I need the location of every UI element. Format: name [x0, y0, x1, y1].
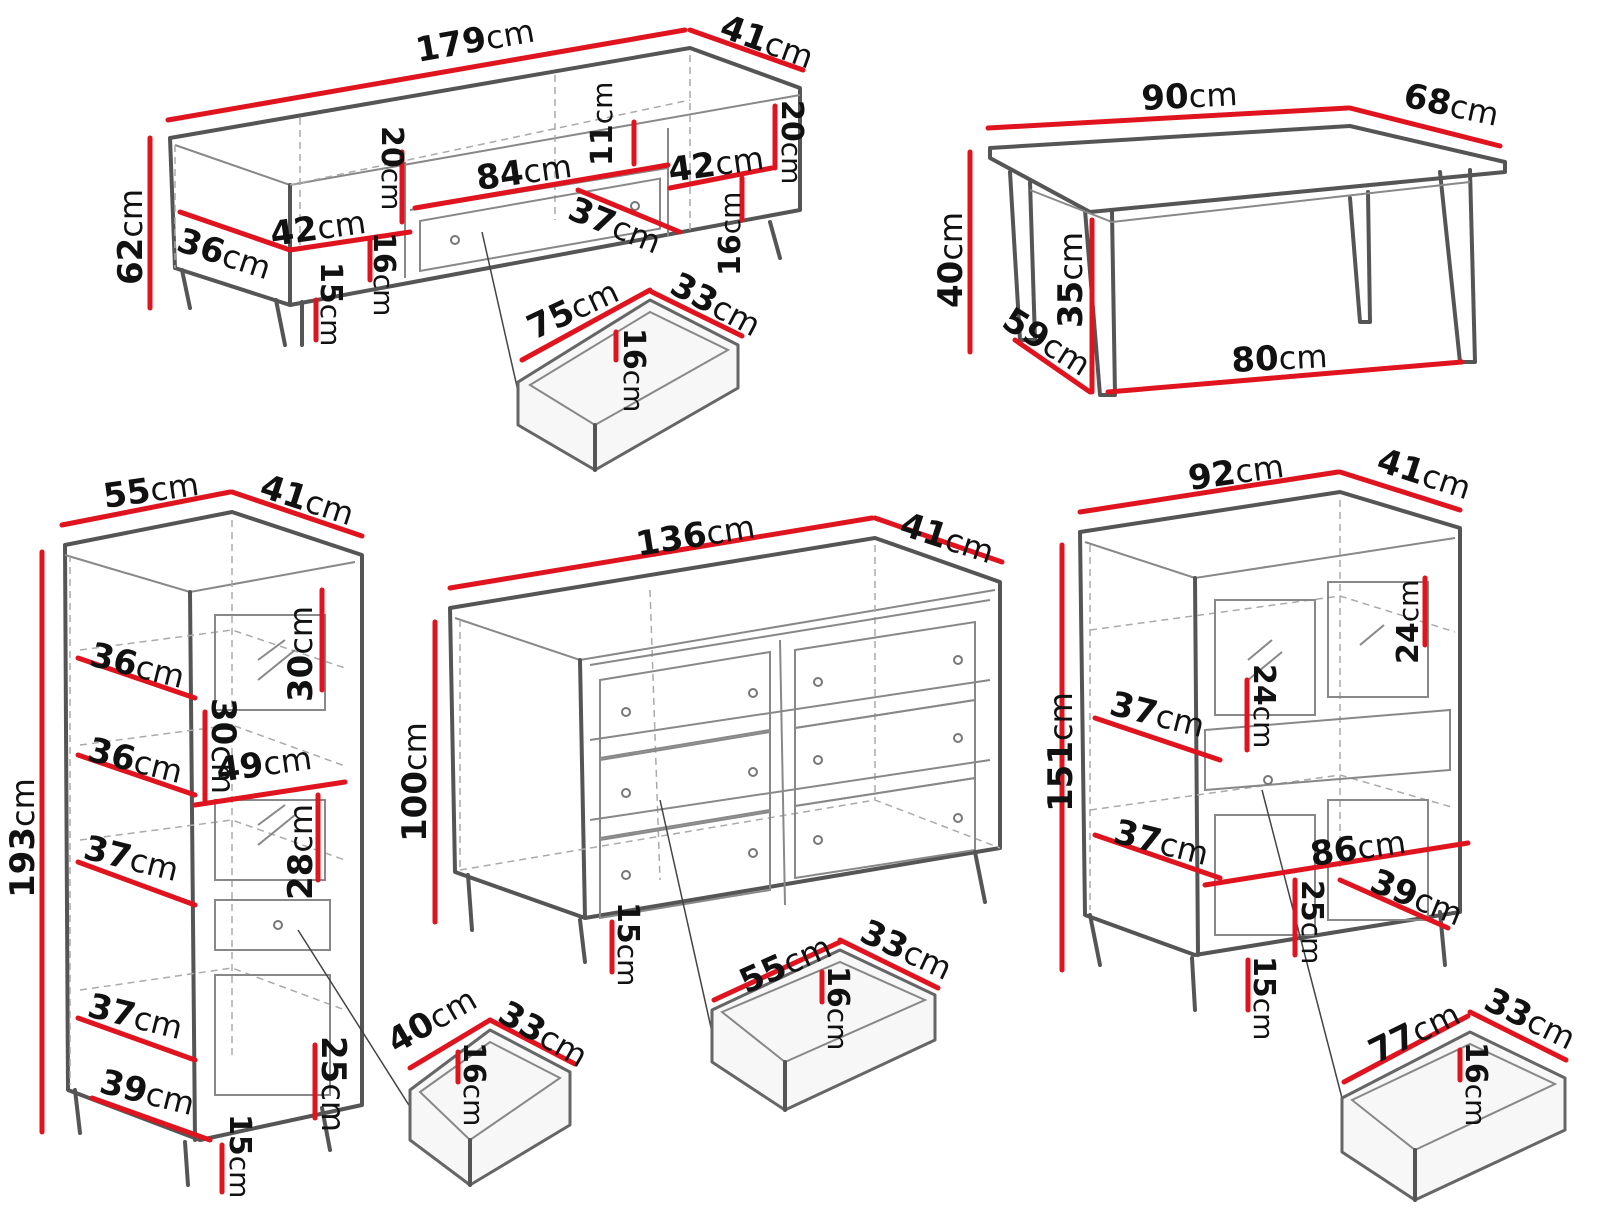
- dim-line: [711, 939, 843, 1003]
- dim-line: [287, 229, 413, 253]
- tv-right-height-label: 20cm: [774, 100, 809, 184]
- dim-line: [1092, 715, 1223, 763]
- tv-width-label: 179cm: [413, 11, 538, 71]
- tall-shelf-1-label: 36cm: [86, 635, 189, 697]
- tall-height-label: 193cm: [3, 778, 43, 898]
- dim-line: [872, 515, 1005, 565]
- highboard-drawer: 77cm 33cm 16cm: [1340, 980, 1582, 1202]
- highboard-width-label: 92cm: [1186, 446, 1287, 499]
- tall-width-label: 55cm: [101, 464, 202, 517]
- tv-leg-label: 15cm: [313, 262, 348, 346]
- tv-drawer-height-label: 16cm: [616, 328, 651, 412]
- table-leg-height-label: 35cm: [1051, 232, 1091, 328]
- tv-middle-height-label: 11cm: [585, 82, 620, 166]
- tall-leg-label: 15cm: [222, 1114, 257, 1198]
- tall-drawer-height-label: 16cm: [456, 1042, 491, 1126]
- chest-height-label: 100cm: [395, 722, 435, 842]
- table-inner-width-label: 80cm: [1230, 336, 1328, 381]
- highboard-lower-height-label: 25cm: [1294, 880, 1329, 964]
- tv-right-width-label: 42cm: [666, 138, 767, 191]
- highboard-drawer-height-label: 16cm: [1458, 1042, 1493, 1126]
- dim-line: [487, 1017, 578, 1067]
- tv-side-width-label: 42cm: [268, 202, 369, 255]
- dim-line: [1202, 840, 1471, 888]
- dim-line: [412, 162, 671, 211]
- chest-width-label: 136cm: [633, 507, 758, 565]
- dim-line: [59, 489, 233, 528]
- tall-upper-height-label: 30cm: [281, 606, 321, 702]
- dim-line: [1012, 337, 1093, 395]
- dim-line: [649, 289, 745, 339]
- tv-cabinet: 179cm 41cm 62cm 36cm 42cm 20cm 16cm 15cm…: [111, 7, 819, 401]
- table-depth-label: 68cm: [1400, 76, 1502, 135]
- dim-line: [75, 1015, 198, 1063]
- dim-line: [575, 187, 683, 235]
- dim-line: [1092, 832, 1223, 881]
- dim-line: [447, 515, 875, 591]
- chest-of-drawers: 136cm 41cm 100cm 15cm: [395, 505, 1005, 1033]
- chest-drawer-height-label: 16cm: [820, 966, 855, 1050]
- tv-depth-label: 41cm: [715, 7, 819, 77]
- tv-middle-width-label: 84cm: [474, 146, 575, 199]
- dim-line: [667, 165, 775, 191]
- dim-line: [75, 752, 198, 798]
- tall-bottom-depth-label: 39cm: [96, 1062, 199, 1124]
- dim-line: [837, 937, 941, 991]
- tall-shelf-2-label: 36cm: [84, 730, 187, 792]
- dim-line: [1341, 1013, 1471, 1085]
- chest-drawer: 55cm 33cm 16cm: [710, 912, 958, 1112]
- tv-left-drawer-label: 16cm: [366, 232, 401, 316]
- dim-line: [165, 27, 688, 123]
- dim-line: [1347, 105, 1503, 149]
- dim-line: [407, 1017, 493, 1071]
- highboard: 92cm 41cm 151cm 24cm 37cm 24cm 37cm 86cm…: [1041, 441, 1476, 1099]
- highboard-upper-height-label: 24cm: [1391, 580, 1426, 664]
- dim-line: [229, 489, 365, 539]
- dim-line: [1337, 877, 1451, 931]
- tall-cabinet: 55cm 41cm 193cm 30cm 36cm 30cm 36cm 49cm…: [3, 464, 413, 1198]
- tall-cabinet-drawer: 40cm 33cm 16cm: [381, 980, 594, 1187]
- tv-right-drawer-label: 16cm: [713, 192, 748, 276]
- tv-left-height-label: 20cm: [374, 126, 409, 210]
- tv-side-depth-label: 36cm: [172, 221, 276, 289]
- tall-upper-height-2-label: 30cm: [203, 698, 243, 794]
- dim-line: [1337, 469, 1463, 513]
- coffee-table: 90cm 68cm 40cm 35cm 59cm 80cm: [931, 74, 1507, 397]
- highboard-inner-width-label: 86cm: [1308, 822, 1409, 875]
- tall-mid-height-label: 28cm: [281, 804, 321, 900]
- table-height-label: 40cm: [931, 212, 971, 308]
- dim-line: [687, 27, 806, 73]
- highboard-leg-label: 15cm: [1246, 956, 1281, 1040]
- tv-cabinet-drawer: 75cm 33cm 16cm: [516, 265, 767, 472]
- highboard-upper-height-2-label: 24cm: [1246, 664, 1281, 748]
- dim-line: [1077, 469, 1341, 515]
- highboard-height-label: 151cm: [1041, 692, 1081, 812]
- dim-line: [177, 209, 293, 253]
- tall-lower-height-label: 25cm: [313, 1036, 353, 1132]
- dim-line: [985, 105, 1351, 131]
- dim-line: [1467, 1009, 1569, 1063]
- chest-leg-label: 15cm: [610, 902, 645, 986]
- dim-line: [89, 1095, 213, 1143]
- dim-line: [75, 859, 198, 908]
- dim-line: [519, 287, 653, 363]
- tv-height-label: 62cm: [111, 189, 151, 285]
- dim-line: [192, 779, 348, 808]
- dim-line: [75, 655, 198, 701]
- table-width-label: 90cm: [1140, 74, 1238, 119]
- dim-line: [1105, 359, 1465, 395]
- tall-inner-width-label: 49cm: [214, 738, 315, 791]
